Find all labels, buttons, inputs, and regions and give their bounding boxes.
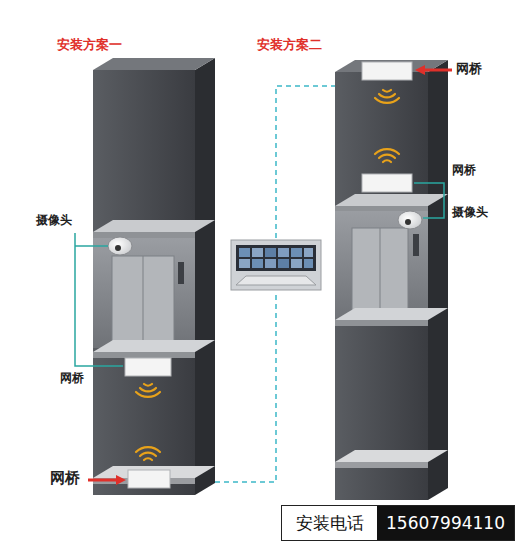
car-ceiling — [93, 220, 215, 232]
scheme-title: 安装方案二 — [257, 38, 322, 52]
dashed-link — [215, 86, 335, 482]
shaft-side — [428, 60, 448, 500]
shaft-cap — [93, 58, 215, 70]
contact-box: 安装电话15607994110 — [281, 505, 515, 541]
car-floor-edge — [93, 352, 195, 358]
red-arrow — [88, 65, 452, 485]
part-label: 网桥 — [456, 62, 482, 76]
part-label: 摄像头 — [36, 214, 72, 227]
camera-lens — [405, 219, 411, 225]
contact-label: 安装电话 — [282, 506, 377, 540]
scheme-title: 安装方案一 — [57, 38, 122, 52]
part-label: 摄像头 — [452, 206, 488, 219]
camera-lens — [115, 245, 121, 251]
bridge-device — [362, 174, 412, 192]
pit-floor-edge — [335, 462, 428, 468]
car-floor — [93, 340, 215, 352]
part-label: 网桥 — [50, 470, 80, 487]
leader-line — [75, 183, 444, 366]
part-label: 网桥 — [452, 164, 476, 177]
shaft-right — [335, 60, 448, 500]
bridge-device — [362, 62, 412, 80]
door-split — [380, 228, 381, 320]
car-roof-edge — [335, 206, 428, 211]
camera-dome — [398, 211, 422, 229]
car-ceiling-edge — [93, 232, 195, 238]
car-door — [352, 228, 408, 320]
bridge-device — [125, 358, 171, 376]
car-roof — [335, 194, 448, 206]
car-door — [112, 256, 174, 348]
door-split — [143, 256, 144, 348]
phone-number: 15607994110 — [377, 506, 514, 540]
button-panel — [178, 262, 184, 284]
car-floor-edge — [335, 320, 428, 326]
car-interior — [335, 211, 428, 320]
shaft-side — [195, 58, 215, 495]
bridge-device — [128, 470, 170, 488]
button-panel — [413, 234, 419, 256]
pit-floor — [335, 450, 448, 462]
shaft-wall — [335, 72, 428, 500]
camera-dome — [108, 237, 132, 255]
monitor-center — [231, 240, 321, 290]
car-floor — [335, 308, 448, 320]
shaft-wall — [93, 70, 195, 495]
shaft-left — [93, 58, 215, 495]
car-interior — [93, 238, 195, 348]
part-label: 网桥 — [60, 372, 84, 385]
wireless-signal — [136, 90, 399, 460]
